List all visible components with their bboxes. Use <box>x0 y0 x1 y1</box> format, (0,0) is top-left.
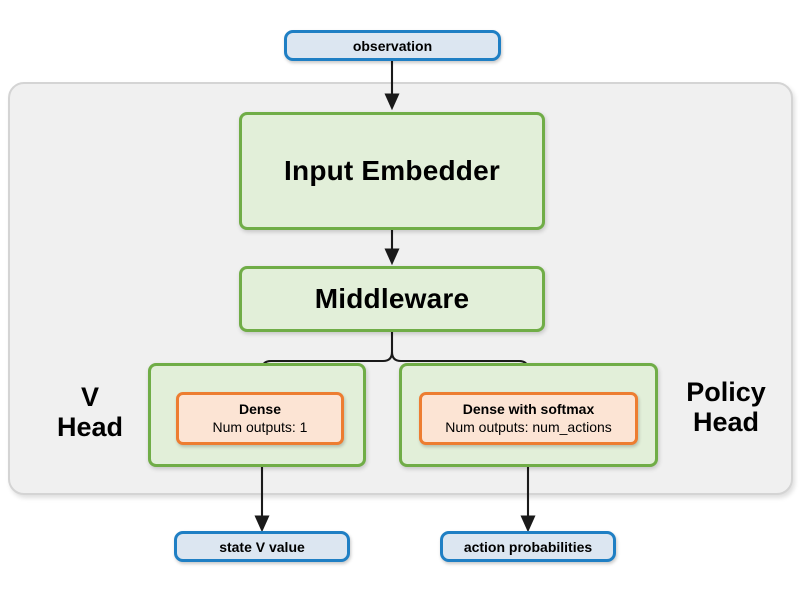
node-state-v-value-label: state V value <box>219 538 305 555</box>
node-dense-with-softmax-num-outputs: Num outputs: num_actions <box>445 418 612 435</box>
node-dense-with-softmax[interactable]: Dense with softmax Num outputs: num_acti… <box>419 392 638 445</box>
node-dense[interactable]: Dense Num outputs: 1 <box>176 392 344 445</box>
node-middleware[interactable]: Middleware <box>239 266 545 332</box>
node-state-v-value[interactable]: state V value <box>174 531 350 562</box>
caption-v-head: V Head <box>38 382 142 442</box>
node-action-probabilities[interactable]: action probabilities <box>440 531 616 562</box>
caption-v-head-line1: V <box>80 382 99 412</box>
node-dense-title: Dense <box>238 401 282 417</box>
node-dense-with-softmax-title: Dense with softmax <box>462 401 595 417</box>
node-observation[interactable]: observation <box>284 30 501 61</box>
node-input-embedder-label: Input Embedder <box>284 155 500 186</box>
caption-policy-head: Policy Head <box>664 377 788 437</box>
node-input-embedder[interactable]: Input Embedder <box>239 112 545 230</box>
caption-policy-head-line2: Head <box>692 407 760 438</box>
node-dense-num-outputs: Num outputs: 1 <box>212 418 308 435</box>
caption-v-head-line2: Head <box>56 412 124 443</box>
node-action-probabilities-label: action probabilities <box>463 538 593 555</box>
caption-policy-head-line1: Policy <box>686 377 766 407</box>
node-observation-label: observation <box>352 37 433 54</box>
node-middleware-label: Middleware <box>314 283 470 314</box>
